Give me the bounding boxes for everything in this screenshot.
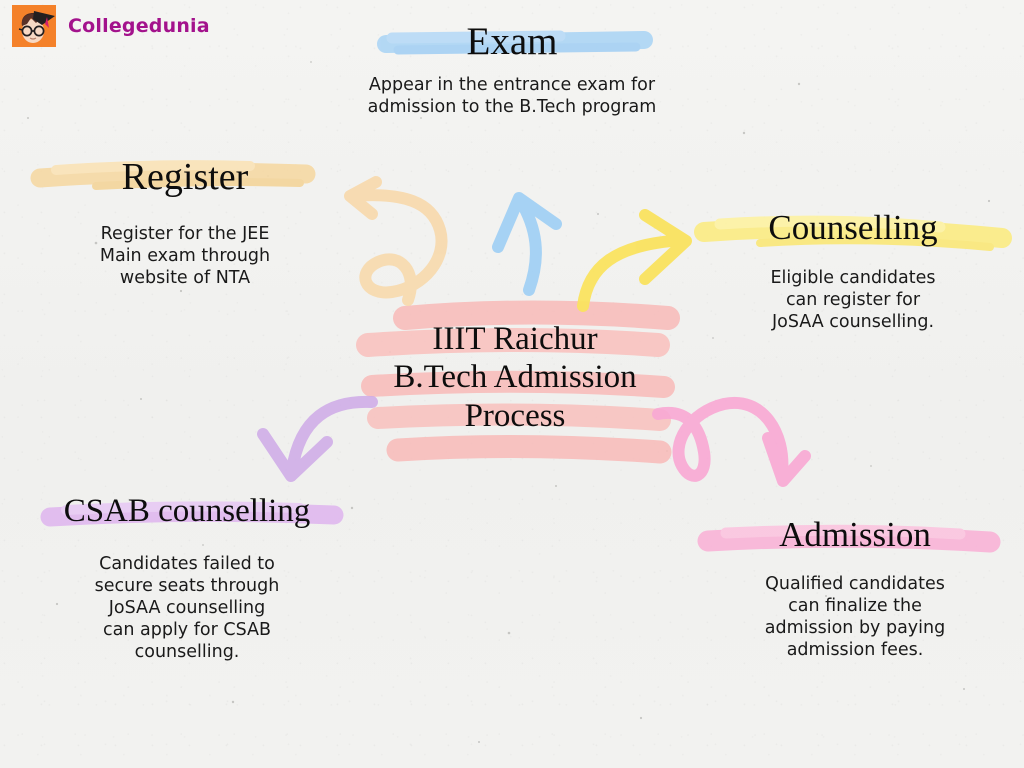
step-exam-heading: Exam <box>466 20 558 63</box>
step-admission-heading: Admission <box>779 515 931 554</box>
center-title-block: IIIT Raichur B.Tech Admission Process <box>340 320 690 435</box>
brand-wordmark: Collegedunia <box>68 15 210 37</box>
page-title: IIIT Raichur B.Tech Admission Process <box>393 321 637 434</box>
step-admission-description: Qualified candidates can finalize the ad… <box>764 574 946 660</box>
step-exam: Exam Appear in the entrance exam for adm… <box>337 22 687 119</box>
step-counselling-heading: Counselling <box>768 208 938 247</box>
step-csab-counselling-description: Candidates failed to secure seats throug… <box>94 554 280 662</box>
step-register-description: Register for the JEE Main exam through w… <box>99 224 271 288</box>
step-csab-counselling: CSAB counselling Candidates failed to se… <box>22 495 352 663</box>
step-counselling: Counselling Eligible candidates can regi… <box>688 210 1018 334</box>
step-register-heading: Register <box>121 156 249 198</box>
step-exam-description: Appear in the entrance exam for admissio… <box>367 75 657 117</box>
step-register: Register Register for the JEE Main exam … <box>20 158 350 290</box>
graduate-avatar-icon <box>12 5 56 47</box>
step-admission: Admission Qualified candidates can final… <box>690 517 1020 662</box>
step-csab-counselling-heading: CSAB counselling <box>63 493 311 529</box>
step-counselling-description: Eligible candidates can register for JoS… <box>770 268 936 332</box>
brand-logo[interactable]: Collegedunia <box>12 5 210 47</box>
